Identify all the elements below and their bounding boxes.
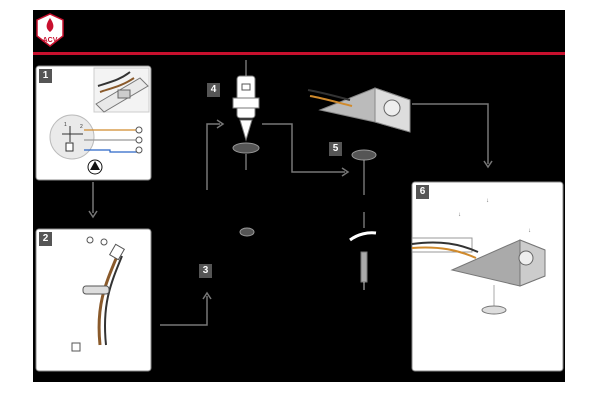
arrow-1-to-2 [89,182,97,217]
step-3-label: 3 [199,264,212,278]
acv-logo: ACV [37,14,63,46]
svg-text:1: 1 [64,122,67,128]
wall-mount-image [94,68,149,112]
svg-text:2: 2 [80,124,83,130]
header-separator [33,52,565,55]
mounting-base-icon [352,150,376,160]
svg-text:↓: ↓ [458,212,461,218]
dial-icon [384,100,400,116]
screw-icon [87,237,93,243]
svg-text:↓: ↓ [528,228,531,234]
sensor-cap-icon [240,228,254,236]
arrow-2-to-3 [160,293,211,325]
step-2-label: 2 [39,232,52,246]
terminal-2-icon [136,137,142,143]
svg-text:↓: ↓ [486,198,489,204]
screwdriver-detail [350,212,376,290]
thermostat-housing [308,88,410,195]
arrow-5-to-6 [412,104,492,167]
sensor-probe [233,60,259,236]
step-5-label: 5 [329,142,342,156]
dial-icon [519,251,533,265]
arrow-3-to-4 [207,120,223,190]
step-4-label: 4 [207,83,220,97]
mounting-base-icon [482,306,506,314]
step-6-label: 6 [416,185,429,199]
logo-text: ACV [43,37,58,44]
screw-icon [101,239,107,245]
step-2-panel [36,229,151,371]
step-1-label: 1 [39,69,52,83]
terminal-1-icon [136,127,142,133]
terminal-3-icon [136,147,142,153]
